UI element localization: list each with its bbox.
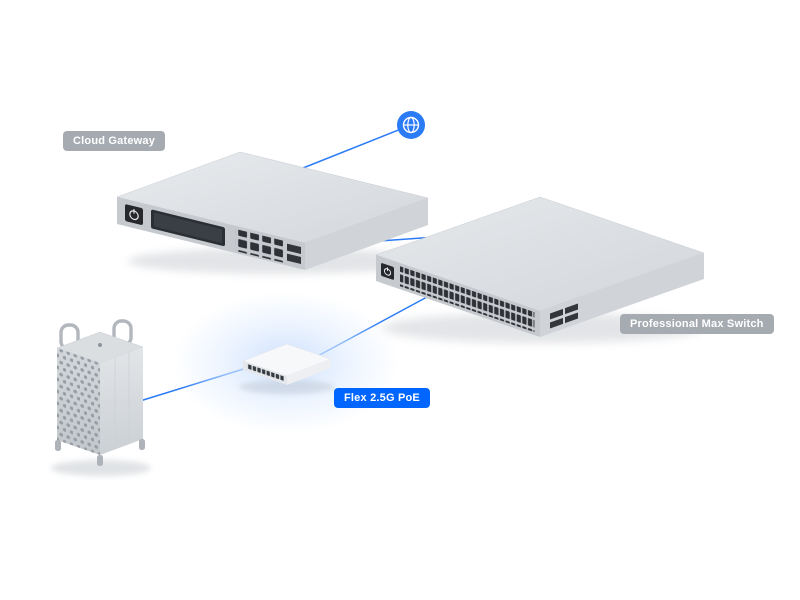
flex-side-face — [287, 359, 331, 385]
tower-side-face — [100, 347, 143, 455]
pro-max-switch-label: Professional Max Switch — [620, 314, 774, 334]
flex-poe-image — [239, 343, 335, 394]
globe-icon — [397, 111, 425, 139]
gateway-side-face — [305, 198, 428, 270]
switch-power-panel — [381, 263, 394, 280]
pro-max-switch-image — [375, 196, 705, 343]
gateway-ethernet-ports — [235, 228, 283, 263]
gateway-display-glass — [154, 212, 222, 243]
switch-side-face — [540, 253, 704, 337]
gateway-sfp-port-bottom — [287, 253, 301, 265]
cloud-gateway-image — [116, 151, 429, 274]
tower-vent-holes — [57, 348, 100, 455]
tower-foot — [97, 455, 103, 466]
cloud-gateway-device — [110, 145, 435, 285]
cloud-gateway-label: Cloud Gateway — [63, 131, 166, 151]
tower-power-button — [98, 343, 102, 347]
workstation-device — [45, 318, 160, 480]
flex-poe-device — [225, 325, 355, 400]
flex-ethernet-ports — [247, 363, 284, 384]
switch-ethernet-ports — [400, 266, 535, 333]
connection-internet-gateway — [297, 124, 412, 171]
tower-foot — [139, 439, 145, 450]
flex-poe-label: Flex 2.5G PoE — [334, 388, 430, 408]
pro-max-switch-device — [370, 190, 710, 350]
flex-shadow — [239, 380, 335, 394]
gateway-power-panel — [125, 204, 143, 225]
gateway-sfp-port-top — [287, 243, 301, 255]
globe-glyph — [402, 116, 420, 134]
tower-workstation-image — [51, 319, 151, 476]
switch-sfp-ports — [550, 303, 578, 329]
tower-shadow — [51, 460, 151, 476]
tower-foot — [55, 440, 61, 451]
